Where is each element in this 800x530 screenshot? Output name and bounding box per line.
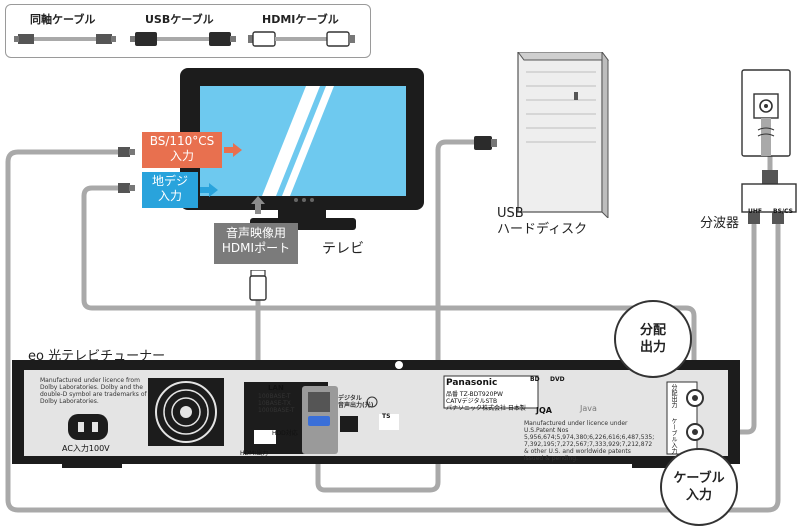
dolby-licence-text: Manufactured under licence from Dolby La… — [40, 377, 147, 405]
tv-label: テレビ — [322, 241, 364, 257]
coax-cable-bs — [5, 149, 781, 513]
usb-plug-icon — [474, 136, 497, 150]
tv-bs-input-callout: BS/110°CS 入力 — [142, 132, 222, 168]
legend-cable-icons — [14, 31, 355, 47]
jqa-label: JQA — [536, 406, 552, 415]
coax-cable-splitter — [697, 222, 757, 435]
lan-spec-text: 100BASE-T 10BASE-TX 1000BASE-T — [258, 393, 295, 414]
lan-label: LAN — [268, 384, 284, 392]
legend-coax-label: 同軸ケーブル — [30, 13, 96, 26]
tv-terrestrial-input-callout: 地デジ 入力 — [142, 172, 198, 208]
usb-hdd-illustration — [517, 52, 609, 218]
splitter-icon — [741, 170, 797, 224]
model-sub: CATVデジタルSTB — [446, 398, 498, 405]
maker-text: パナソニック株式会社 日本製 — [446, 405, 526, 412]
coax-cable-icon — [14, 34, 116, 44]
wall-outlet-icon — [741, 69, 791, 157]
fan-vent-icon — [148, 378, 224, 446]
arrow-up-icon — [251, 196, 265, 214]
usb-hdd-label: USB ハードディスク — [497, 206, 588, 237]
model-number: 品番 TZ-BDT920PW — [446, 391, 503, 398]
splitter-label: 分波器 — [700, 216, 740, 231]
coax-cable-terrestrial — [81, 185, 697, 375]
hdd-compat-label: HDD対応 — [272, 430, 298, 437]
legend-usb-label: USBケーブル — [145, 13, 214, 26]
ts-label: TS — [382, 413, 391, 420]
split-out-callout: 分配 出力 — [614, 300, 692, 378]
arrow-right-icon — [224, 143, 242, 157]
bd-label: BD — [530, 376, 540, 383]
usb-cable — [315, 139, 490, 493]
ac-input-label: AC入力100V — [62, 444, 110, 453]
coax-plug-icons — [118, 147, 135, 193]
arrow-right-icon — [200, 183, 218, 197]
patent-text: Manufactured under licence under U.S.Pat… — [524, 420, 655, 462]
hdmi-cable-icon — [248, 31, 355, 47]
port-cable-in-label: ケーブル入力 — [670, 418, 677, 454]
ac-inlet-icon — [68, 414, 108, 440]
tv-hdmi-port-callout: 音声映像用 HDMIポート — [214, 223, 298, 264]
legend-box — [5, 4, 371, 58]
splitter-bscs-label: BS/CS — [773, 208, 793, 215]
port-split-out-label: 分配出力 — [670, 384, 677, 408]
manufacturer-logo: Panasonic — [446, 378, 498, 388]
hdmi-plug-icon — [249, 270, 267, 301]
digital-audio-label: デジタル 音声出力(光) — [338, 395, 374, 409]
usb-cable-icon — [130, 32, 236, 46]
splitter-uhf-label: UHF — [748, 208, 762, 215]
hdmi-out-label: HDMI出力 — [240, 450, 269, 457]
tuner-body — [12, 360, 740, 468]
legend-hdmi-label: HDMIケーブル — [262, 13, 339, 26]
cable-in-callout: ケーブル 入力 — [660, 448, 738, 526]
java-label: Java — [580, 404, 597, 413]
tv-illustration — [180, 68, 424, 230]
dvd-label: DVD — [550, 376, 565, 383]
